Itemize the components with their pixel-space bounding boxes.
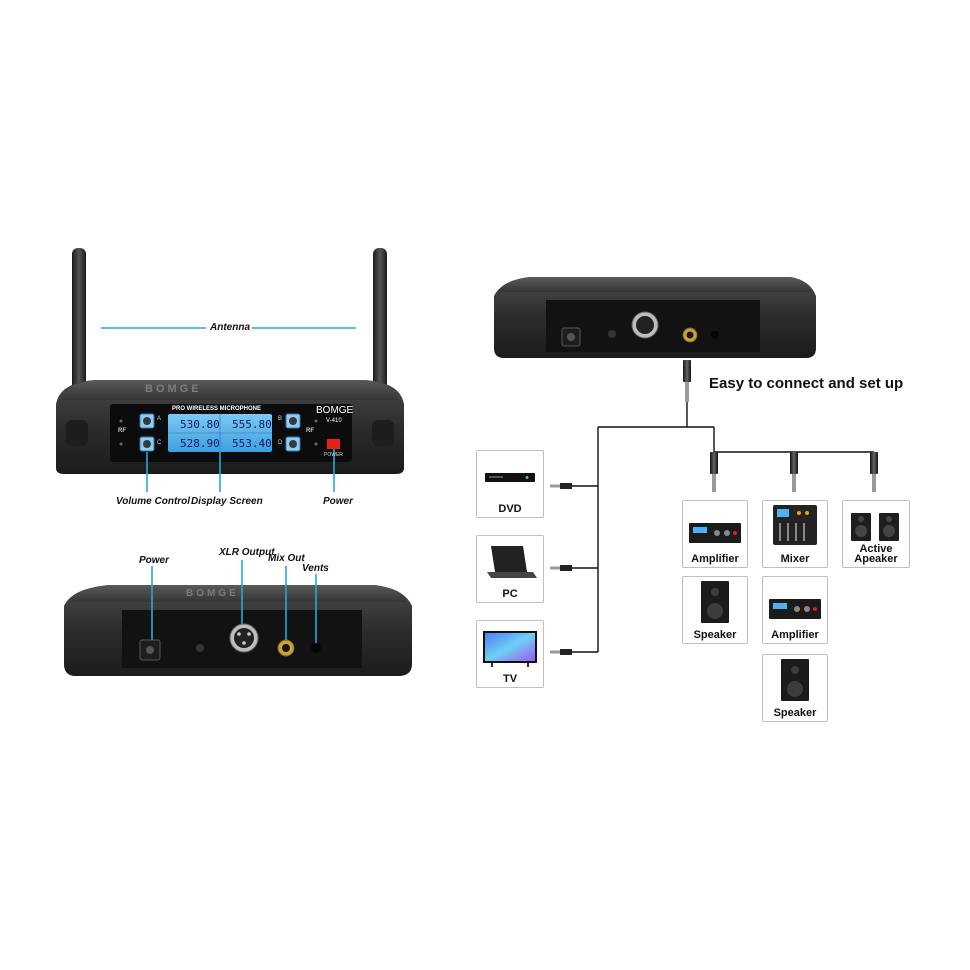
freq-b: 555.80 (232, 418, 272, 431)
connection-wires (570, 402, 875, 653)
tv-icon (483, 631, 537, 667)
output-card-amplifier-2: Amplifier (762, 576, 828, 644)
model-number: V-410 (326, 418, 342, 424)
output-card-mixer: Mixer (762, 500, 828, 568)
plug-tv (550, 649, 572, 655)
mixer-icon (773, 505, 817, 545)
freq-d: 553.40 (232, 437, 272, 450)
power-button-label: POWER (324, 452, 343, 458)
amplifier-icon (689, 523, 741, 543)
source-card-dvd: DVD (476, 450, 544, 518)
output-card-active-speaker: Active Apeaker (842, 500, 910, 568)
rf-right: RF (306, 428, 314, 434)
amplifier-icon (769, 599, 821, 619)
active-speaker-icon (851, 513, 899, 541)
source-card-pc: PC (476, 535, 544, 603)
receiver-rear-small (494, 277, 816, 358)
output-label: Amplifier (691, 553, 739, 565)
display-screen-label: Display Screen (191, 496, 263, 507)
source-label: DVD (498, 503, 522, 515)
output-card-speaker-2: Speaker (762, 654, 828, 722)
plugs (550, 360, 878, 655)
output-label: Speaker (773, 707, 817, 719)
output-card-speaker: Speaker (682, 576, 748, 644)
vents (311, 643, 321, 653)
antenna-label: Antenna (210, 322, 250, 333)
output-label: Mixer (780, 553, 810, 565)
output-label: Speaker (693, 629, 737, 641)
front-callouts (101, 327, 356, 492)
front-brand-top: BOMGE (145, 383, 202, 395)
receiver-front (56, 248, 404, 474)
rear-brand-top: BOMGE (186, 588, 239, 599)
freq-c: 528.90 (180, 437, 220, 450)
rf-left: RF (118, 428, 126, 434)
plug-dvd (550, 483, 572, 489)
laptop-icon (487, 546, 537, 578)
plug-pc (550, 565, 572, 571)
output-card-amplifier: Amplifier (682, 500, 748, 568)
screw (196, 644, 204, 652)
dvd-player-icon (485, 473, 535, 482)
channel-a: A (157, 416, 162, 422)
rear-power-label: Power (139, 555, 170, 566)
source-label: PC (502, 588, 518, 600)
panel-title: PRO WIRELESS MICROPHONE (172, 406, 262, 412)
speaker-icon (701, 581, 729, 623)
connect-headline: Easy to connect and set up (709, 375, 904, 392)
front-brand: BOMGE (316, 405, 354, 416)
channel-b: B (278, 416, 283, 422)
channel-d: D (278, 440, 283, 446)
rear-callouts (151, 560, 317, 643)
mix-out-label: Mix Out (268, 553, 305, 564)
speaker-icon (781, 659, 809, 701)
source-label: TV (502, 673, 518, 685)
volume-control-label: Volume Control (116, 496, 191, 507)
source-card-tv: TV (476, 620, 544, 688)
xlr-output-label: XLR Output (219, 547, 275, 558)
output-label: Amplifier (771, 629, 819, 641)
channel-c: C (157, 440, 162, 446)
output-label: Active Apeaker (854, 543, 898, 565)
vents-label: Vents (302, 563, 329, 574)
power-button[interactable] (327, 439, 340, 449)
freq-a: 530.80 (180, 418, 220, 431)
power-label: Power (323, 496, 354, 507)
